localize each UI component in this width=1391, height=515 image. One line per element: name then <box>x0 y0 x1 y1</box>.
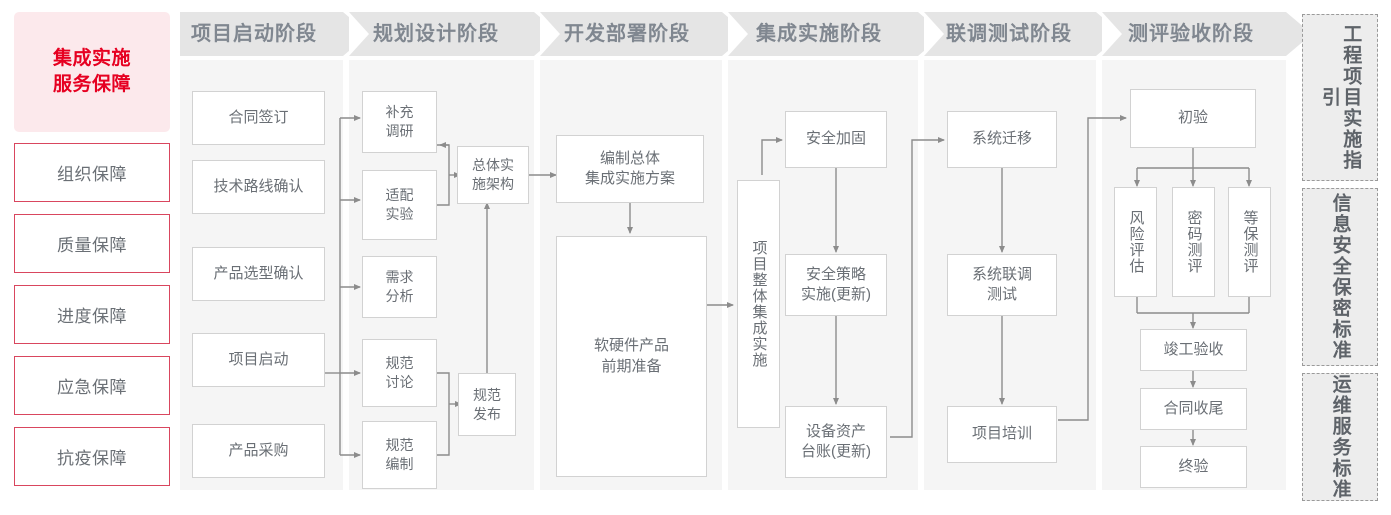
node-crypto-evaluation[interactable]: 密码测评 <box>1172 187 1215 297</box>
phase-header-acceptance: 测评验收阶段 <box>1102 12 1313 56</box>
node-spec-discussion[interactable]: 规范讨论 <box>362 339 437 407</box>
phase-header-startup-label: 项目启动阶段 <box>191 23 317 45</box>
phase-header-planning: 规划设计阶段 <box>349 12 561 56</box>
standard-information-security-label: 信息安全保密标准 <box>1329 193 1351 361</box>
node-asset-ledger-l1: 设备资产 <box>805 422 866 440</box>
node-spec-discussion-l1: 规范 <box>385 355 414 372</box>
guarantee-rail: 集成实施 服务保障 组织保障 质量保障 进度保障 应急保障 抗疫保障 <box>14 12 170 502</box>
node-requirement-analysis[interactable]: 需求分析 <box>362 256 437 318</box>
node-risk-assessment[interactable]: 风险评估 <box>1114 187 1157 297</box>
node-security-policy[interactable]: 安全策略实施(更新) <box>785 254 887 316</box>
node-spec-discussion-l2: 讨论 <box>385 374 414 390</box>
node-asset-ledger[interactable]: 设备资产台账(更新) <box>785 406 887 478</box>
node-supplementary-survey-l1: 补充 <box>385 104 414 121</box>
standard-engineering-guideline-label: 工程项目实施指引 <box>1319 24 1362 171</box>
node-tech-route-confirm[interactable]: 技术路线确认 <box>192 160 325 214</box>
node-overall-integration[interactable]: 项目整体集成实施 <box>737 180 780 428</box>
guarantee-title-line1: 集成实施 <box>52 47 131 69</box>
guarantee-rail-title: 集成实施 服务保障 <box>14 12 170 132</box>
node-spec-drafting[interactable]: 规范编制 <box>362 421 437 489</box>
node-project-kickoff[interactable]: 项目启动 <box>192 333 325 387</box>
node-requirement-analysis-l1: 需求 <box>385 269 414 286</box>
guarantee-item-emergency[interactable]: 应急保障 <box>14 356 170 415</box>
phase-header-testing-label: 联调测试阶段 <box>946 23 1072 45</box>
standard-ops-service-label: 运维服务标准 <box>1329 374 1351 500</box>
node-supplementary-survey-l2: 调研 <box>385 123 414 139</box>
node-spec-publish[interactable]: 规范发布 <box>458 373 516 436</box>
node-security-policy-l2: 实施(更新) <box>801 286 871 303</box>
node-final-acceptance[interactable]: 终验 <box>1140 446 1247 488</box>
node-asset-ledger-l2: 台账(更新) <box>801 443 871 460</box>
node-spec-publish-l1: 规范 <box>473 386 501 403</box>
node-system-migration[interactable]: 系统迁移 <box>947 111 1057 168</box>
node-contract-signing[interactable]: 合同签订 <box>192 91 325 145</box>
node-security-policy-l1: 安全策略 <box>805 265 866 283</box>
node-joint-debug-test-l1: 系统联调 <box>971 265 1032 283</box>
guarantee-item-organization[interactable]: 组织保障 <box>14 143 170 202</box>
guarantee-item-schedule[interactable]: 进度保障 <box>14 285 170 344</box>
guarantee-item-quality[interactable]: 质量保障 <box>14 214 170 273</box>
node-adaptation-test[interactable]: 适配实验 <box>362 170 437 240</box>
node-hw-sw-preparation-l1: 软硬件产品 <box>593 337 669 355</box>
phase-header-dev: 开发部署阶段 <box>540 12 749 56</box>
node-preliminary-acceptance[interactable]: 初验 <box>1130 89 1256 148</box>
standard-information-security[interactable]: 信息安全保密标准 <box>1302 188 1378 366</box>
node-project-training[interactable]: 项目培训 <box>947 406 1057 463</box>
node-product-selection[interactable]: 产品选型确认 <box>192 247 325 301</box>
node-adaptation-test-l1: 适配 <box>385 187 414 204</box>
node-overall-architecture-l1: 总体实 <box>472 157 514 174</box>
guarantee-title-line2: 服务保障 <box>52 74 131 95</box>
node-hw-sw-preparation[interactable]: 软硬件产品前期准备 <box>556 236 707 477</box>
node-contract-closeout[interactable]: 合同收尾 <box>1140 388 1247 430</box>
phase-header-integration: 集成实施阶段 <box>728 12 945 56</box>
node-adaptation-test-l2: 实验 <box>385 206 414 222</box>
node-overall-plan-doc[interactable]: 编制总体集成实施方案 <box>556 135 704 203</box>
node-product-purchase[interactable]: 产品采购 <box>192 424 325 478</box>
phase-header-integration-label: 集成实施阶段 <box>756 23 882 45</box>
node-spec-publish-l2: 发布 <box>473 405 501 422</box>
node-security-hardening[interactable]: 安全加固 <box>785 111 887 168</box>
node-overall-architecture[interactable]: 总体实施架构 <box>457 146 529 204</box>
node-completion-acceptance[interactable]: 竣工验收 <box>1140 329 1247 371</box>
node-hw-sw-preparation-l2: 前期准备 <box>601 357 662 375</box>
phase-header-planning-label: 规划设计阶段 <box>373 23 499 45</box>
node-joint-debug-test[interactable]: 系统联调测试 <box>947 254 1057 316</box>
node-overall-plan-doc-l2: 集成实施方案 <box>584 170 675 187</box>
phase-header-dev-label: 开发部署阶段 <box>564 23 690 45</box>
standard-engineering-guideline[interactable]: 工程项目实施指引 <box>1302 14 1378 181</box>
phase-header-testing: 联调测试阶段 <box>924 12 1123 56</box>
node-mlps-evaluation[interactable]: 等保测评 <box>1228 187 1271 297</box>
node-overall-architecture-l2: 施架构 <box>472 176 514 192</box>
node-overall-plan-doc-l1: 编制总体 <box>599 149 660 167</box>
node-spec-drafting-l2: 编制 <box>385 456 414 472</box>
node-requirement-analysis-l2: 分析 <box>385 288 414 304</box>
node-spec-drafting-l1: 规范 <box>385 437 414 454</box>
standard-ops-service[interactable]: 运维服务标准 <box>1302 373 1378 501</box>
guarantee-item-epidemic[interactable]: 抗疫保障 <box>14 427 170 486</box>
node-joint-debug-test-l2: 测试 <box>986 286 1017 303</box>
phase-header-startup: 项目启动阶段 <box>180 12 370 56</box>
phase-header-acceptance-label: 测评验收阶段 <box>1128 23 1254 45</box>
node-supplementary-survey[interactable]: 补充调研 <box>362 91 437 153</box>
